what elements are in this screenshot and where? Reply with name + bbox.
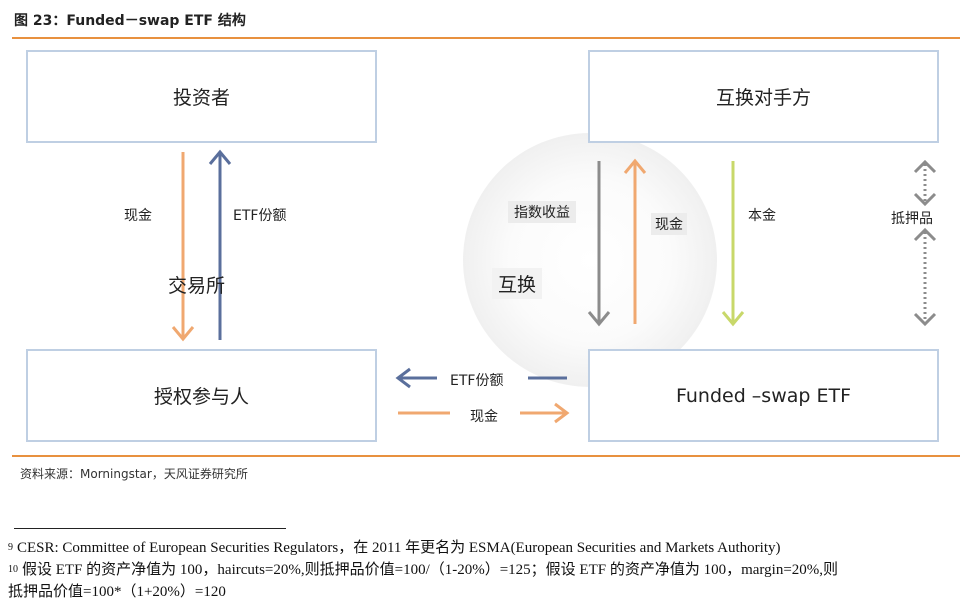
source-note: 资料来源：Morningstar，天风证券研究所 bbox=[20, 467, 248, 481]
etf-box: Funded –swap ETF bbox=[588, 349, 939, 442]
index-return-arrow bbox=[587, 161, 611, 327]
exchange-label: 交易所 bbox=[168, 275, 226, 297]
investor-box: 投资者 bbox=[26, 50, 377, 143]
swap-label: 互换 bbox=[492, 268, 543, 299]
footnote-rule bbox=[14, 528, 286, 529]
collateral-label: 抵押品 bbox=[891, 208, 933, 228]
footnote-10-cont: 抵押品价值=100*（1+20%）=120 bbox=[8, 584, 226, 600]
cash-label-left: 现金 bbox=[124, 208, 152, 224]
figure-title: 图 23：Funded－swap ETF 结构 bbox=[14, 13, 246, 29]
principal-label: 本金 bbox=[748, 208, 776, 224]
ap-box: 授权参与人 bbox=[26, 349, 377, 442]
cash-arrow-bottom bbox=[398, 402, 570, 424]
counterparty-box: 互换对手方 bbox=[588, 50, 939, 143]
principal-arrow bbox=[721, 161, 745, 327]
cash-arrow-swap bbox=[623, 158, 647, 324]
ap-label: 授权参与人 bbox=[153, 386, 249, 408]
collateral-arrow bbox=[913, 159, 937, 327]
etf-share-label-bottom: ETF份额 bbox=[450, 373, 504, 389]
cash-label-swap: 现金 bbox=[651, 213, 687, 235]
swap-circle bbox=[463, 133, 717, 387]
bottom-rule bbox=[12, 455, 960, 457]
index-return-label: 指数收益 bbox=[508, 201, 576, 223]
etf-share-arrow-bottom bbox=[395, 367, 567, 389]
counterparty-label: 互换对手方 bbox=[715, 87, 811, 109]
investor-label: 投资者 bbox=[172, 87, 230, 109]
cash-label-bottom: 现金 bbox=[470, 409, 498, 425]
cash-arrow-left bbox=[171, 152, 195, 342]
title-rule bbox=[12, 37, 960, 39]
etf-share-arrow-left bbox=[208, 149, 232, 340]
etf-label: Funded –swap ETF bbox=[675, 384, 852, 407]
etf-share-label-left: ETF份额 bbox=[233, 208, 287, 224]
